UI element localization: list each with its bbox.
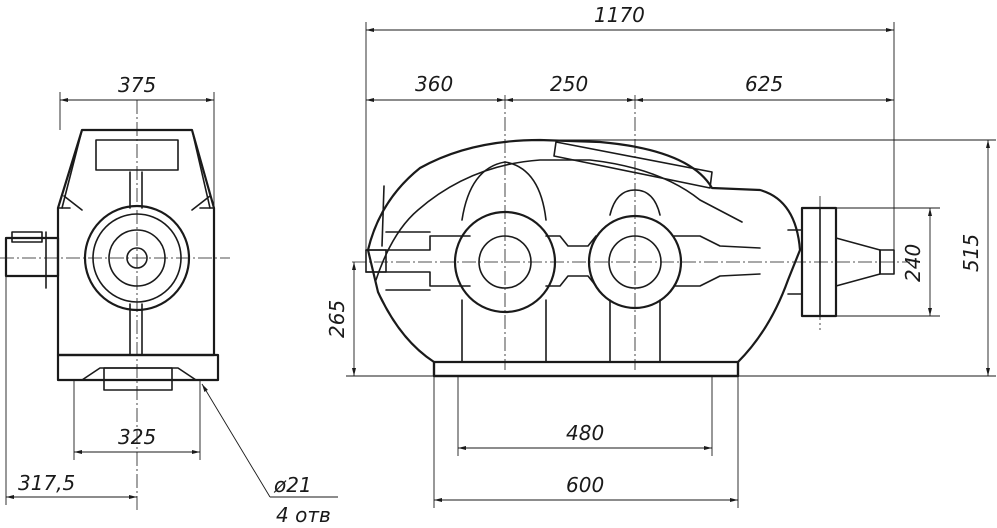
dim-side-overall-width: 375	[118, 73, 156, 97]
dim-hole-diameter: ø21	[273, 473, 312, 497]
dim-side-offset: 317,5	[18, 471, 75, 495]
side-view: 375 325 317,5 ø21 4 отв	[0, 73, 338, 527]
dim-flange: 240	[901, 244, 925, 282]
dim-axis-height: 265	[325, 300, 349, 338]
dim-left-segment: 360	[415, 72, 453, 96]
dim-hole-count: 4 отв	[276, 503, 331, 527]
front-view: 1170 360 250 625 515 240 265 480 600	[325, 3, 996, 508]
dim-overall-height: 515	[959, 234, 983, 272]
dim-right-segment: 625	[745, 72, 783, 96]
dim-overall-length: 1170	[594, 3, 645, 27]
dim-base-length: 600	[566, 473, 604, 497]
dim-side-base-width: 325	[118, 425, 156, 449]
dim-middle-segment: 250	[550, 72, 588, 96]
dim-bolt-spacing: 480	[566, 421, 604, 445]
